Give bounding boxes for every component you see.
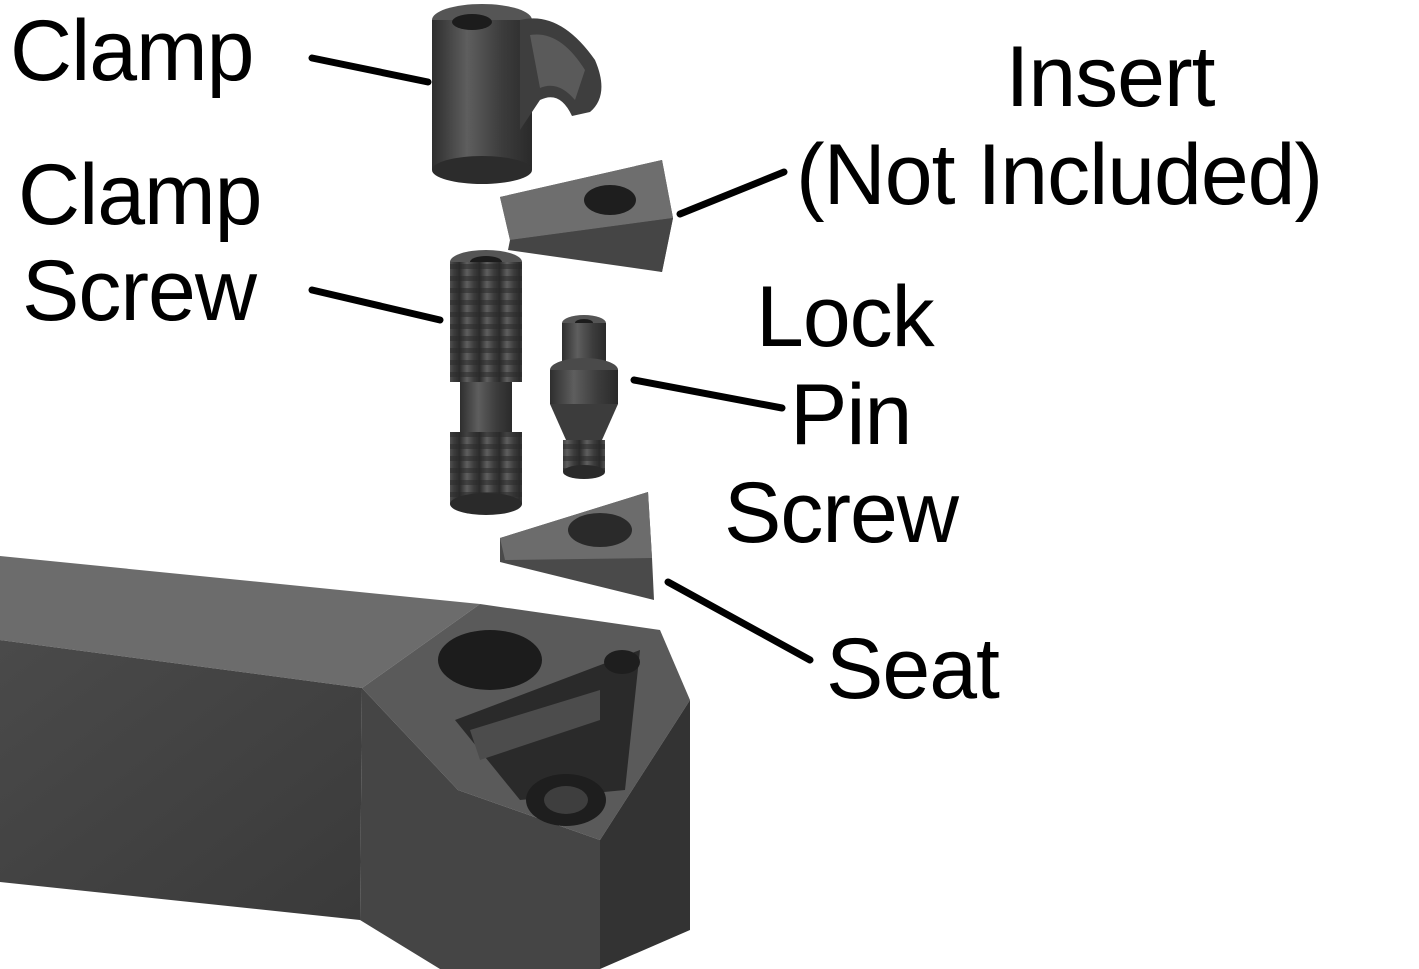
tool-holder-body (0, 556, 690, 969)
lock-pin-screw-label-line1: Lock (756, 269, 935, 365)
clamp-screw-part (450, 250, 522, 515)
lock-pin-screw-leader (630, 376, 786, 412)
seat-part (500, 492, 654, 600)
insert-label-line1: Insert (1005, 29, 1215, 125)
clamp-leader (308, 54, 432, 86)
clamp-part (432, 4, 602, 184)
seat-leader (664, 578, 814, 664)
lock-pin-screw-label-line2: Pin (790, 367, 912, 463)
insert-label-line2: (Not Included) (796, 127, 1323, 223)
seat-label: Seat (826, 621, 1000, 717)
clamp-label: Clamp (10, 3, 255, 99)
lock-pin-screw-part (550, 315, 618, 479)
clamp-screw-label-line2: Screw (22, 243, 257, 339)
clamp-screw-leader (308, 286, 444, 324)
insert-leader (676, 168, 788, 218)
clamp-screw-label-line1: Clamp (18, 147, 263, 243)
leader-lines (308, 54, 814, 664)
insert-part (500, 160, 673, 272)
lock-pin-screw-label-line3: Screw (724, 465, 959, 561)
